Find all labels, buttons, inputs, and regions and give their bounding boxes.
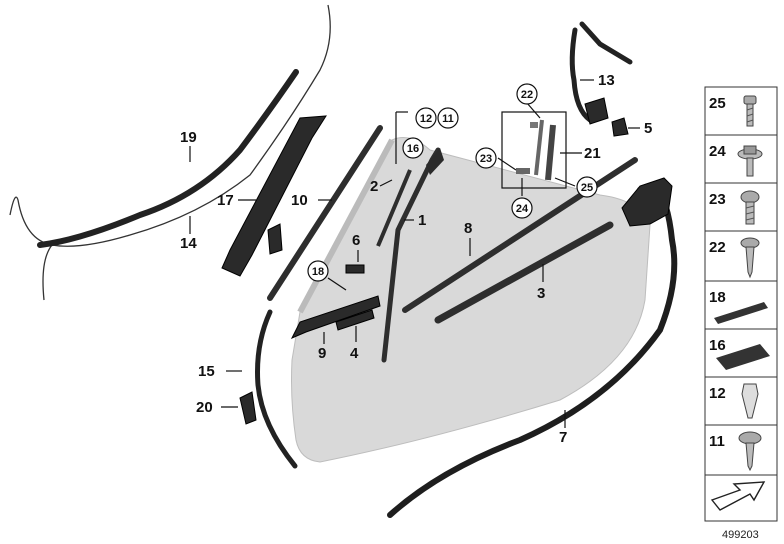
callout-15: 15: [198, 363, 215, 380]
detail-trim-21: [545, 124, 556, 181]
callout-20: 20: [196, 399, 213, 416]
legend-number-16: 16: [709, 337, 726, 354]
door-seal-7-head: [621, 177, 673, 227]
callout-13: 13: [598, 72, 615, 89]
a-pillar-trim-17-foot: [267, 223, 283, 255]
callout-4: 4: [350, 345, 359, 362]
legend-number-23: 23: [709, 191, 726, 208]
callout-22-circle: 22: [516, 83, 538, 105]
washer-screw-icon: [738, 431, 762, 472]
callout-3: 3: [537, 285, 545, 302]
callout-7: 7: [559, 429, 567, 446]
callout-6: 6: [352, 232, 360, 249]
legend-number-22: 22: [709, 239, 726, 256]
callout-12-circle: 12: [415, 107, 437, 129]
callout-19: 19: [180, 129, 197, 146]
callout-2: 2: [370, 178, 378, 195]
svg-text:12: 12: [420, 113, 432, 125]
callout-10: 10: [291, 192, 308, 209]
detail-part-22: [530, 122, 538, 128]
collar-screw-icon: [737, 145, 763, 177]
callout-11-circle: 11: [437, 107, 459, 129]
door-window-edge: [297, 138, 395, 314]
callout-25-circle: 25: [576, 176, 598, 198]
detail-part-23: [516, 168, 530, 174]
bracket-13: [569, 21, 633, 123]
svg-text:22: 22: [521, 89, 533, 101]
pad-6: [345, 264, 365, 274]
front-seal-15: [255, 309, 298, 469]
callout-9: 9: [318, 345, 326, 362]
leader-lines: [189, 79, 640, 428]
screw-icon: [743, 95, 757, 127]
a-pillar-trim-17: [221, 115, 327, 277]
clip-nut-icon: [741, 383, 759, 419]
mount-20: [239, 391, 257, 425]
svg-text:16: 16: [407, 143, 419, 155]
legend-number-18: 18: [709, 289, 726, 306]
bracket-13-foot: [584, 97, 609, 125]
callout-24-circle: 24: [511, 197, 533, 219]
svg-text:11: 11: [442, 113, 454, 125]
pad-icon: [716, 344, 770, 370]
door-seal-7: [387, 181, 678, 518]
lower-trim-9: [290, 295, 381, 339]
callout-18-circle: 18: [307, 260, 329, 282]
callout-8: 8: [464, 220, 472, 237]
svg-text:25: 25: [581, 182, 593, 194]
svg-text:18: 18: [312, 266, 324, 278]
callout-23-circle: 23: [475, 147, 497, 169]
legend-number-12: 12: [709, 385, 726, 402]
callout-16-circle: 16: [402, 137, 424, 159]
trim-2: [376, 169, 412, 247]
reference-number: 499203: [722, 529, 759, 541]
detail-box: [501, 111, 567, 189]
tapping-screw-icon: [740, 237, 760, 279]
pan-screw-icon: [740, 190, 760, 225]
parts-legend: 25 24 23 22 18: [704, 86, 778, 522]
window-channel-10: [267, 125, 383, 301]
clip-5: [611, 117, 629, 137]
svg-text:23: 23: [480, 153, 492, 165]
detail-strip: [534, 119, 544, 176]
foam-strip-icon: [714, 302, 768, 324]
callout-21: 21: [584, 145, 601, 162]
callout-17: 17: [217, 192, 234, 209]
legend-number-11: 11: [709, 433, 725, 450]
belt-strip-3: [434, 221, 614, 324]
trim-1-top: [426, 148, 444, 175]
callout-14: 14: [180, 235, 197, 252]
callout-5: 5: [644, 120, 652, 137]
callout-1: 1: [418, 212, 426, 229]
legend-number-25: 25: [709, 95, 726, 112]
legend-number-24: 24: [709, 143, 726, 160]
strip-4: [335, 309, 375, 331]
roof-seal-19: [37, 69, 299, 248]
svg-text:24: 24: [516, 203, 529, 215]
